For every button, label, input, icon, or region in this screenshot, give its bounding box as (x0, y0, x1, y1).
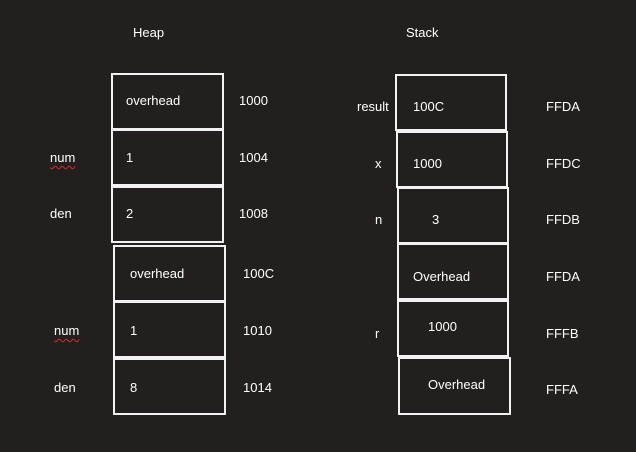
stack-cell-address: FFDA (546, 99, 580, 114)
heap-cell-value: overhead (126, 93, 181, 108)
stack-cell-label: x (375, 156, 382, 171)
heap-cell (113, 358, 226, 415)
heap-cell-value: overhead (130, 266, 185, 281)
heap-cell-label: den (54, 380, 76, 395)
heap-title: Heap (133, 25, 165, 40)
heap-cell-value: 1 (130, 323, 138, 338)
heap-cell-address: 1014 (243, 380, 272, 395)
stack-cell-value: 3 (432, 212, 440, 227)
heap-cell-address: 100C (243, 266, 275, 281)
stack-cell-address: FFDC (546, 156, 581, 171)
heap-cell-value: 2 (126, 206, 134, 221)
heap-cell-address: 1000 (239, 93, 268, 108)
heap-cell (111, 129, 224, 186)
heap-cell-address: 1008 (239, 206, 268, 221)
heap-cell-label: num (54, 323, 80, 338)
heap-cell-address: 1004 (239, 150, 268, 165)
stack-cell-address: FFDA (546, 269, 580, 284)
stack-cell (397, 300, 509, 357)
stack-cell (398, 357, 511, 415)
stack-cell-address: FFFA (546, 382, 578, 397)
stack-cell (397, 243, 509, 300)
stack-cell-address: FFDB (546, 212, 580, 227)
heap-cell-value: 8 (130, 380, 138, 395)
heap-cell-address: 1010 (243, 323, 272, 338)
heap-cell-label: den (50, 206, 72, 221)
stack-cell (395, 74, 507, 131)
stack-cell-value: 1000 (428, 319, 457, 334)
heap-cell (113, 301, 226, 358)
stack-cell-label: n (375, 212, 383, 227)
heap-cell (111, 186, 224, 243)
heap-cell-value: 1 (126, 150, 134, 165)
stack-cell-value: Overhead (428, 377, 486, 392)
stack-cell-value: 1000 (413, 156, 442, 171)
stack-cell-value: Overhead (413, 269, 471, 284)
stack-cell-value: 100C (413, 99, 445, 114)
stack-cell-label: r (375, 326, 380, 341)
stack-title: Stack (406, 25, 439, 40)
heap-cell-label: num (50, 150, 76, 165)
stack-cell-label: result (357, 99, 389, 114)
stack-cell (397, 187, 509, 244)
stack-cell-address: FFFB (546, 326, 579, 341)
